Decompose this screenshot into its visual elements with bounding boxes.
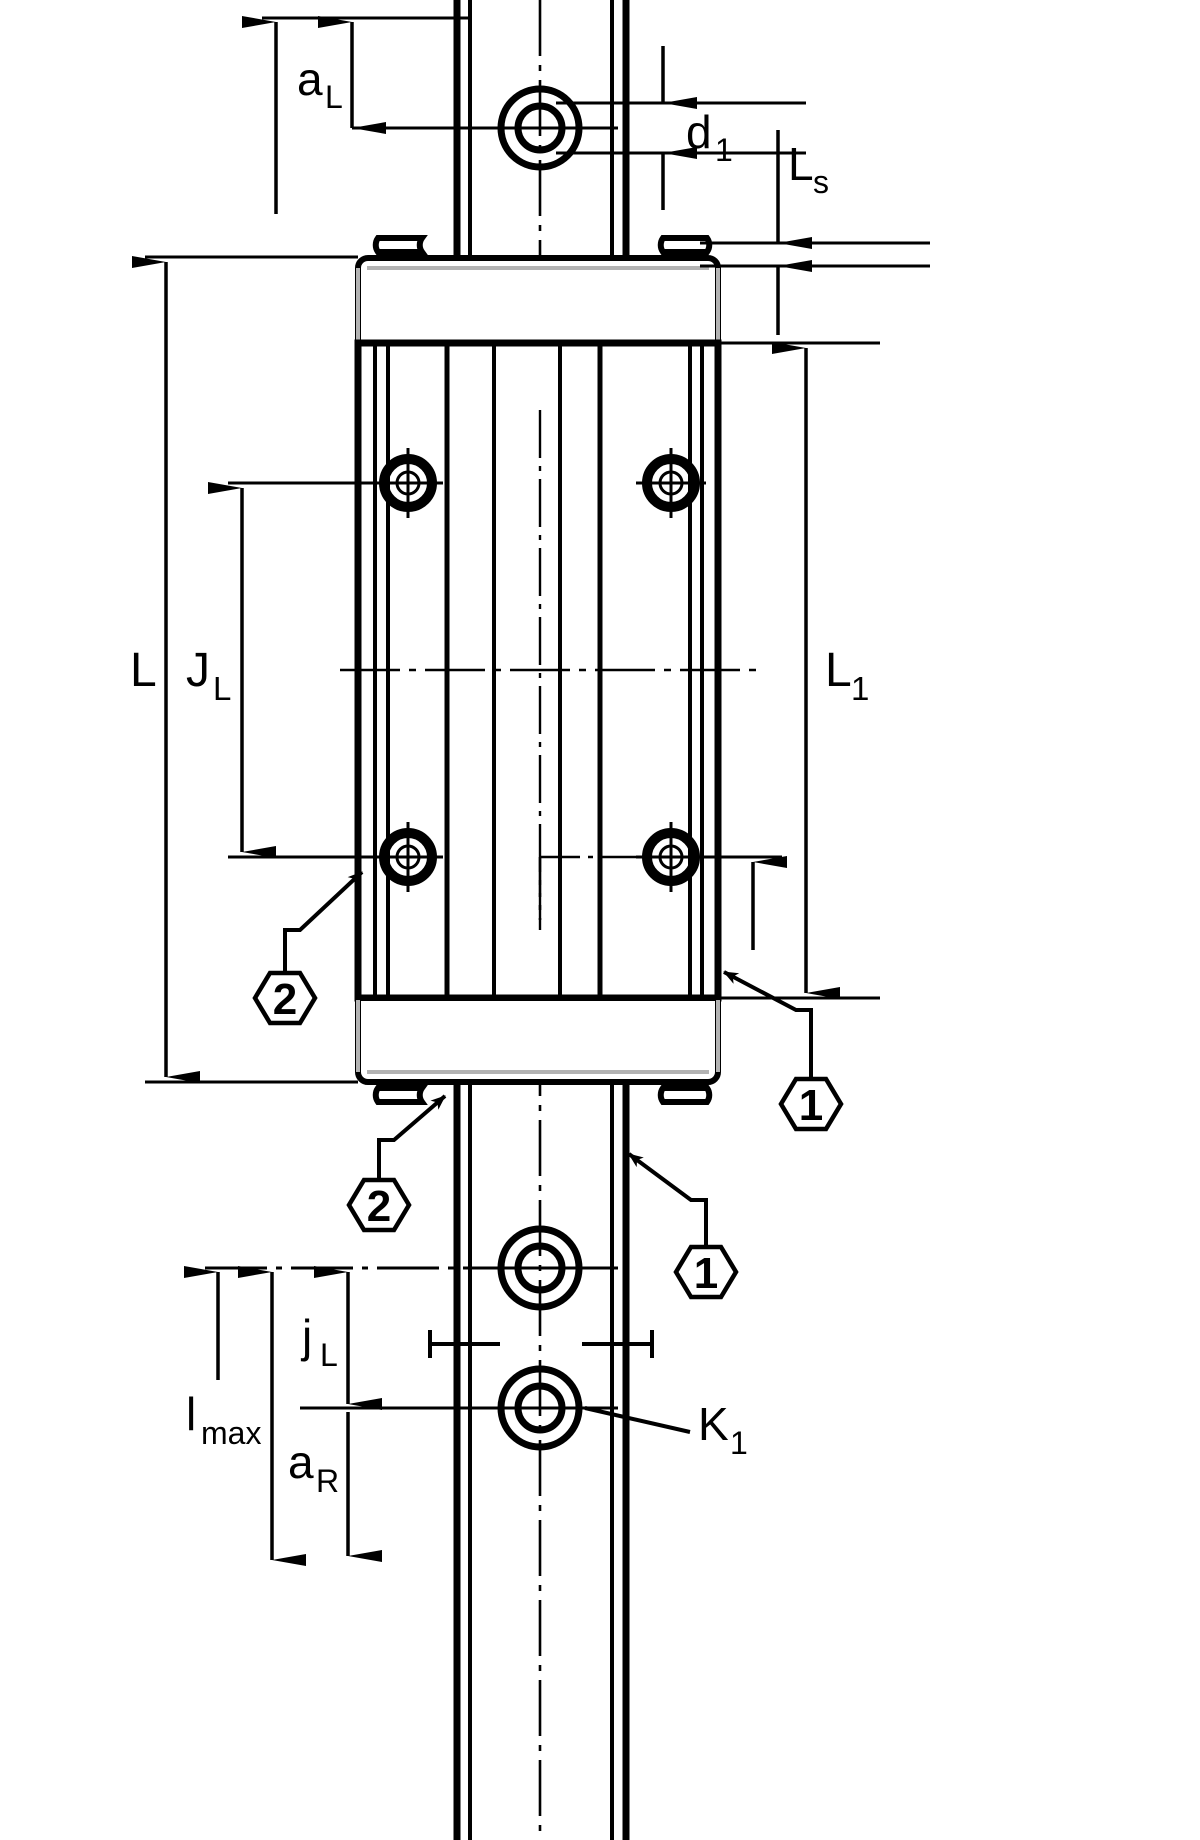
label-a-L-base: a: [297, 53, 323, 105]
label-L-1-sub: 1: [851, 670, 869, 707]
label-j-L-base: j: [300, 1310, 312, 1362]
label-J-L-sub: L: [213, 670, 231, 707]
label-L-s-base: L: [788, 138, 814, 190]
label-a-L-sub: L: [325, 79, 343, 115]
label-J-L-base: J: [186, 644, 210, 697]
callout-2-upper[interactable]: 2: [252, 970, 318, 1026]
callout-2-lower-label: 2: [367, 1182, 391, 1231]
label-L-1-base: L: [825, 644, 852, 697]
rail-bolt-hole-lower-1: [463, 1225, 618, 1311]
k1-leader-line: [584, 1406, 691, 1434]
callout-2-upper-label: 2: [273, 975, 297, 1024]
label-l-max-base: l: [186, 1388, 196, 1440]
rail-break-marks: [428, 1330, 654, 1358]
label-K-1-sub: 1: [730, 1425, 748, 1461]
label-L-s-sub: s: [813, 164, 829, 200]
label-d-1-sub: 1: [715, 132, 733, 168]
callout-2-lower[interactable]: 2: [346, 1177, 412, 1233]
callout-1-right[interactable]: 1: [778, 1076, 844, 1132]
dimension-labels: a L d 1 L s L J L L 1 j L l max a R K 1: [130, 53, 869, 1499]
label-a-R-sub: R: [316, 1463, 339, 1499]
callout-leaders: [283, 870, 813, 1249]
label-L-base: L: [130, 644, 157, 697]
rail-bolt-hole-top: [463, 85, 618, 171]
dimension-arrows: [132, 16, 840, 1083]
bottom-dimension-arrows: [184, 1266, 382, 1566]
callout-1-lower[interactable]: 1: [673, 1244, 739, 1300]
label-a-R-base: a: [288, 1436, 314, 1488]
callout-1-lower-label: 1: [694, 1249, 718, 1298]
carriage-mounting-hole-top-right: [636, 448, 706, 518]
label-K-1-base: K: [698, 1398, 729, 1450]
label-j-L-sub: L: [320, 1337, 338, 1373]
label-d-1-base: d: [686, 106, 712, 158]
bottom-hole-axis-dashdot: [538, 855, 700, 920]
callout-1-right-label: 1: [799, 1081, 823, 1130]
label-l-max-sub: max: [201, 1415, 261, 1451]
